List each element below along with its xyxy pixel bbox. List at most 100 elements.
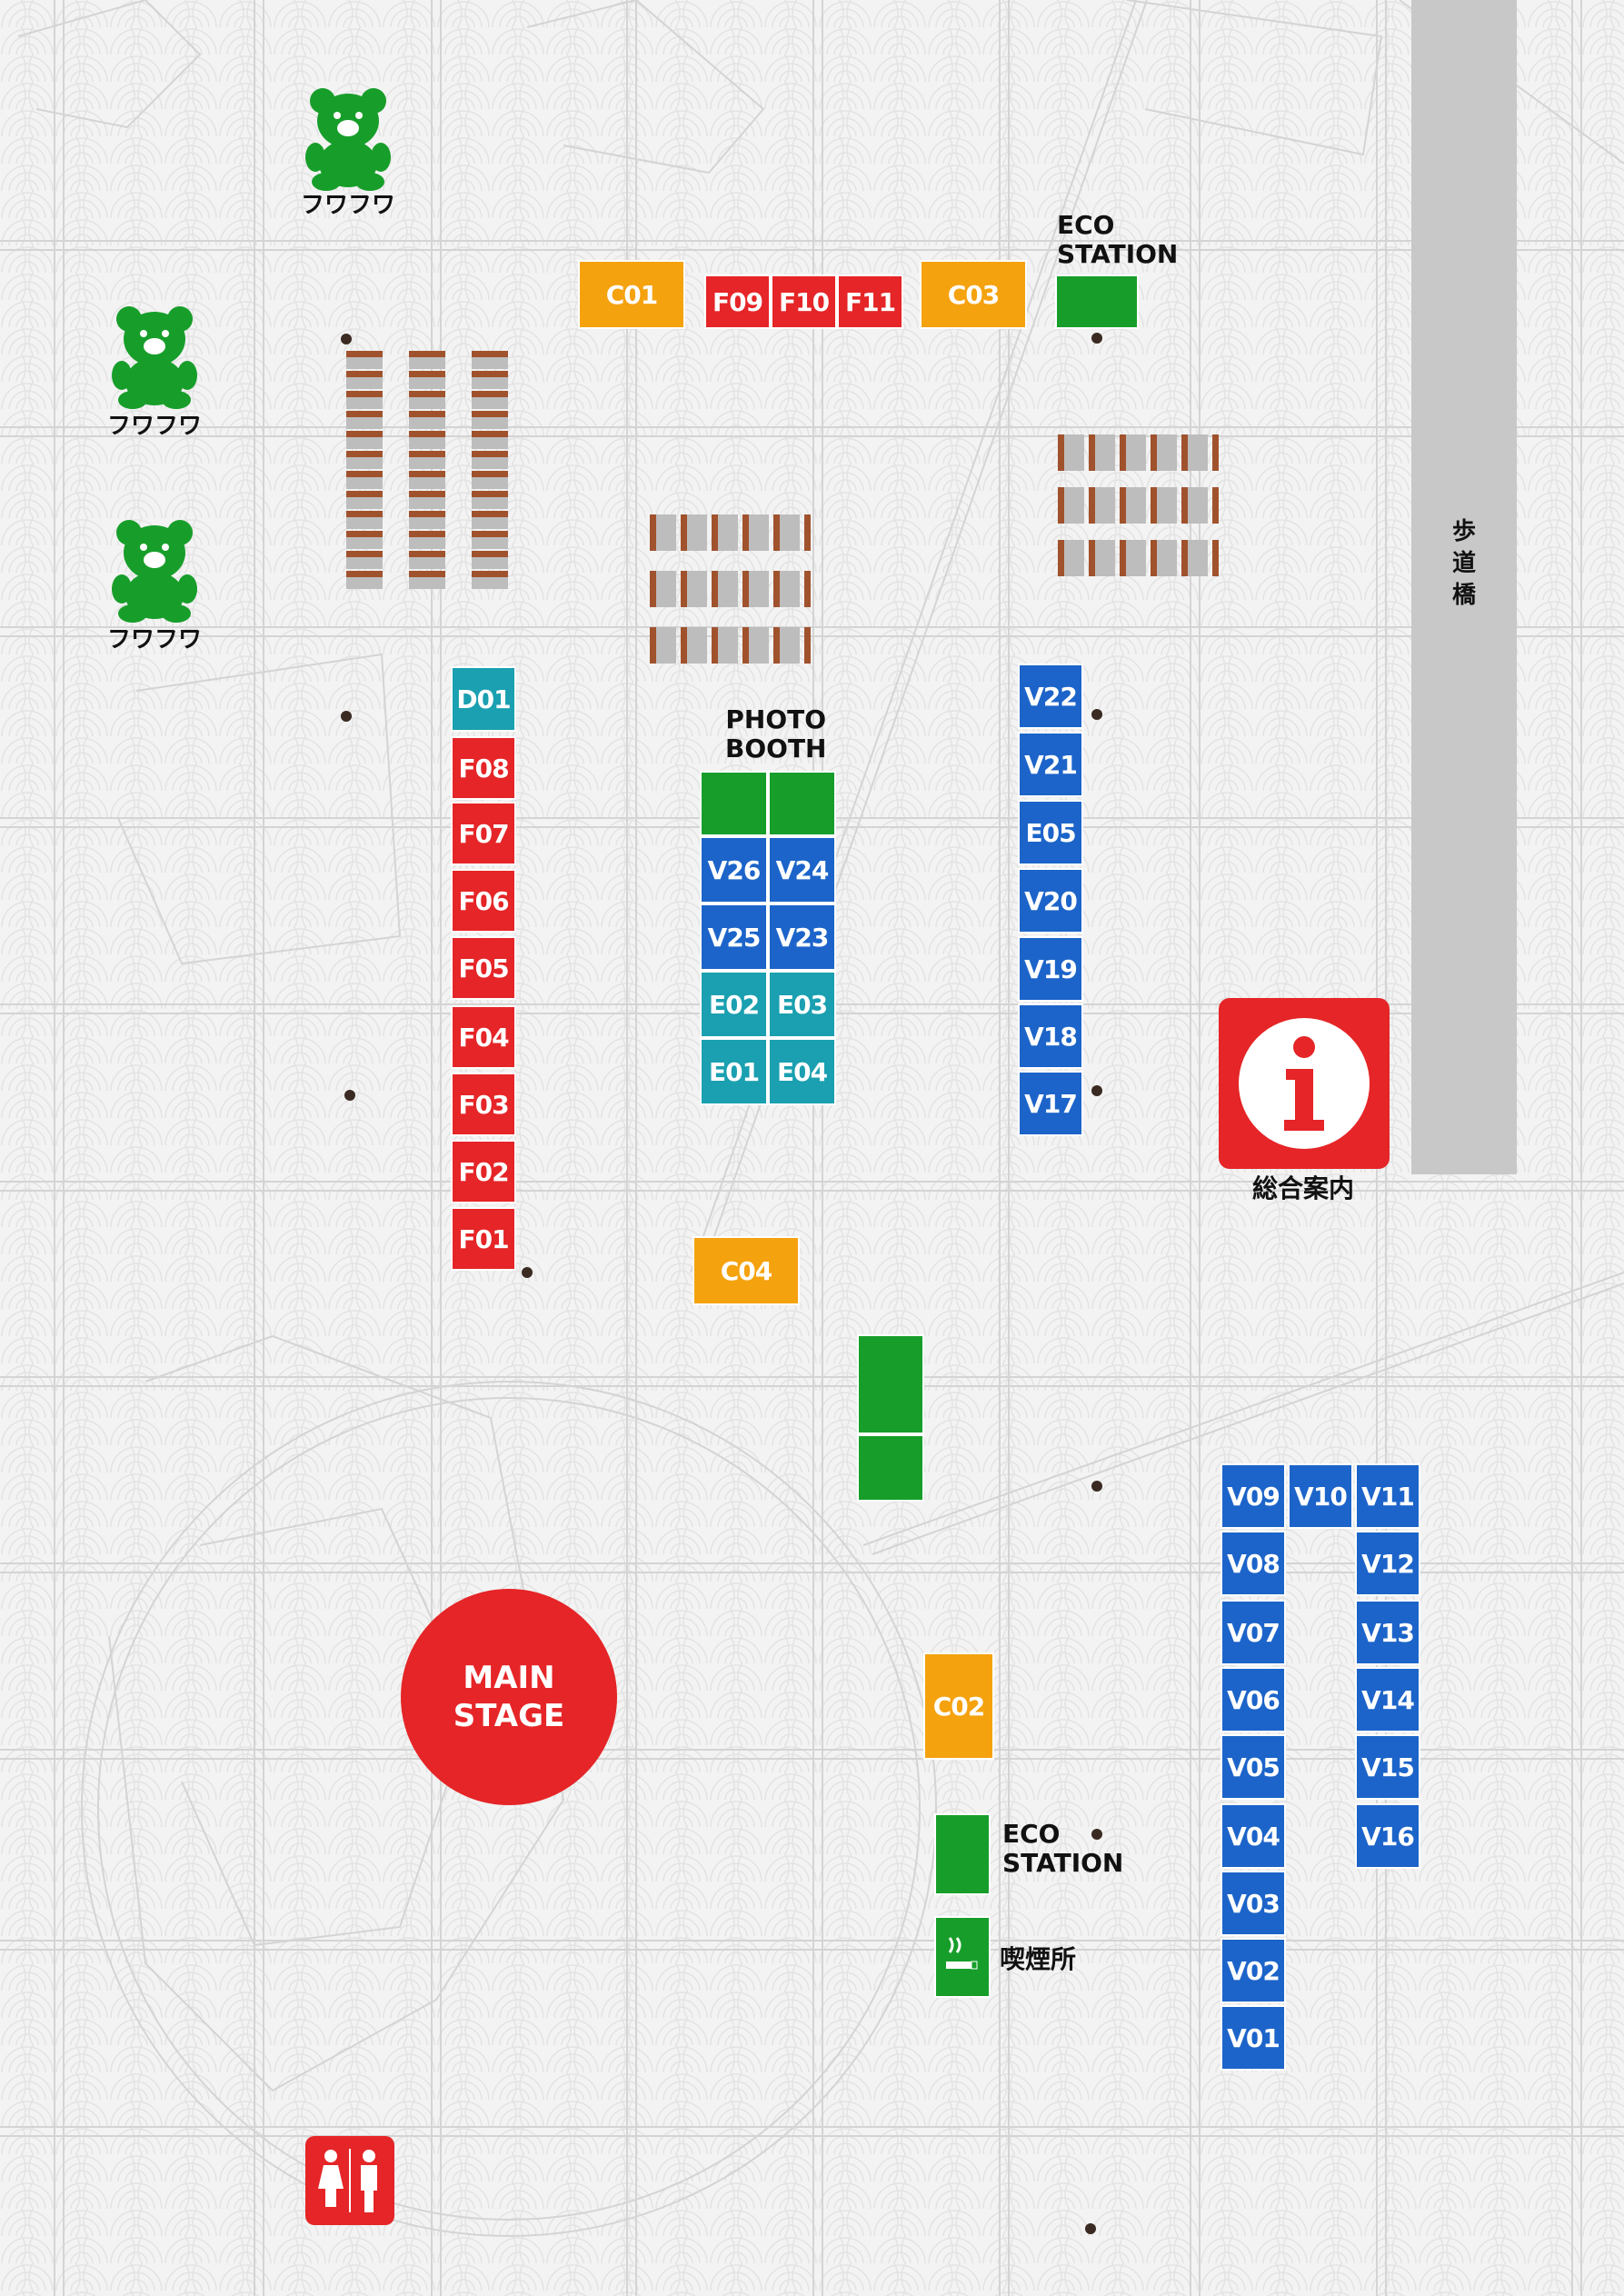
booth-v02[interactable]: V02: [1220, 1938, 1286, 2003]
bench-slat: [346, 571, 383, 577]
bench-seat: [656, 627, 676, 664]
bench-seat: [780, 627, 800, 664]
booth-v14[interactable]: V14: [1355, 1667, 1420, 1732]
bench-seat: [1095, 434, 1115, 471]
photo-booth-left-block[interactable]: [700, 771, 768, 836]
booth-v20[interactable]: V20: [1018, 868, 1083, 933]
booth-v16[interactable]: V16: [1355, 1803, 1420, 1869]
booth-f10[interactable]: F10: [771, 275, 837, 329]
booth-c03[interactable]: C03: [920, 260, 1027, 329]
smoking-icon: [934, 1916, 991, 1998]
booth-v22[interactable]: V22: [1018, 664, 1083, 729]
bench-seat: [346, 457, 383, 469]
booth-v11[interactable]: V11: [1355, 1463, 1420, 1529]
booth-c04[interactable]: C04: [692, 1236, 800, 1305]
bench-seat: [472, 417, 508, 429]
booth-v03[interactable]: V03: [1220, 1871, 1286, 1936]
bench-seat: [1157, 487, 1177, 524]
info-desk-icon[interactable]: [1219, 998, 1390, 1169]
booth-e03[interactable]: E03: [768, 971, 836, 1038]
booth-v23[interactable]: V23: [768, 903, 836, 971]
eco-station-bottom-label-line1: ECO: [1002, 1819, 1061, 1849]
bench-seat: [409, 377, 445, 389]
booth-f02[interactable]: F02: [451, 1140, 516, 1203]
booth-v07[interactable]: V07: [1220, 1600, 1286, 1665]
bench-slat: [712, 514, 718, 551]
booth-e04[interactable]: E04: [768, 1038, 836, 1105]
booth-v08[interactable]: V08: [1220, 1531, 1286, 1596]
green-block-lower[interactable]: [857, 1434, 924, 1502]
bench-seat: [687, 627, 707, 664]
booth-v13[interactable]: V13: [1355, 1600, 1420, 1665]
bench-slat: [472, 571, 508, 577]
photo-booth-right-block[interactable]: [768, 771, 836, 836]
bench-slat: [1212, 540, 1219, 576]
booth-e05[interactable]: E05: [1018, 800, 1083, 865]
booth-v05[interactable]: V05: [1220, 1734, 1286, 1800]
booth-v04[interactable]: V04: [1220, 1803, 1286, 1869]
booth-v12[interactable]: V12: [1355, 1531, 1420, 1596]
green-block-upper[interactable]: [857, 1334, 924, 1434]
bench-seat: [472, 497, 508, 509]
bench-seat: [1157, 434, 1177, 471]
booth-v24[interactable]: V24: [768, 836, 836, 903]
bench-slat: [409, 551, 445, 557]
bench-seat: [346, 557, 383, 569]
bench-seat: [346, 377, 383, 389]
booth-v21[interactable]: V21: [1018, 732, 1083, 797]
eco-station-bottom-block[interactable]: [934, 1813, 991, 1895]
booth-f03[interactable]: F03: [451, 1073, 516, 1136]
bench-seat: [1095, 487, 1115, 524]
bench-slat: [346, 431, 383, 437]
booth-d01[interactable]: D01: [451, 666, 516, 732]
pedestrian-bridge: [1411, 0, 1517, 1174]
bench-slat: [346, 551, 383, 557]
booth-v09[interactable]: V09: [1220, 1463, 1286, 1529]
bench-slat: [346, 471, 383, 477]
bench-slat: [346, 371, 383, 377]
booth-v25[interactable]: V25: [700, 903, 768, 971]
booth-c02[interactable]: C02: [923, 1652, 994, 1760]
bench-slat: [346, 531, 383, 537]
bench-seat: [472, 577, 508, 589]
booth-e01[interactable]: E01: [700, 1038, 768, 1105]
bench-slat: [472, 471, 508, 477]
booth-c01[interactable]: C01: [578, 260, 685, 329]
booth-v01[interactable]: V01: [1220, 2005, 1286, 2071]
bench-slat: [1181, 487, 1188, 524]
main-stage[interactable]: MAIN STAGE: [401, 1589, 617, 1805]
bench-slat: [409, 371, 445, 377]
booth-f04[interactable]: F04: [451, 1005, 516, 1069]
booth-v06[interactable]: V06: [1220, 1667, 1286, 1732]
booth-e02[interactable]: E02: [700, 971, 768, 1038]
booth-f05[interactable]: F05: [451, 936, 516, 1000]
bench-seat: [687, 514, 707, 551]
booth-v15[interactable]: V15: [1355, 1734, 1420, 1800]
bench-seat: [472, 357, 508, 369]
bench-slat: [346, 451, 383, 457]
bench-slat: [1058, 434, 1064, 471]
booth-f11[interactable]: F11: [837, 275, 903, 329]
bench-slat: [773, 514, 780, 551]
photo-booth-label: PHOTO BOOTH: [725, 704, 826, 764]
bench-slat: [804, 514, 811, 551]
booth-v17[interactable]: V17: [1018, 1071, 1083, 1136]
eco-station-top-block[interactable]: [1055, 275, 1139, 329]
booth-v19[interactable]: V19: [1018, 936, 1083, 1002]
bench-slat: [472, 451, 508, 457]
bench-slat: [346, 411, 383, 417]
booth-f01[interactable]: F01: [451, 1207, 516, 1271]
bench-slat: [742, 514, 749, 551]
bench-seat: [346, 577, 383, 589]
booth-f08[interactable]: F08: [451, 736, 516, 800]
booth-f06[interactable]: F06: [451, 869, 516, 933]
booth-v18[interactable]: V18: [1018, 1003, 1083, 1069]
booth-f09[interactable]: F09: [704, 275, 771, 329]
booth-v10[interactable]: V10: [1288, 1463, 1353, 1529]
bench-seat: [472, 477, 508, 489]
booth-f07[interactable]: F07: [451, 802, 516, 865]
bench-seat: [472, 397, 508, 409]
bench-slat: [1151, 434, 1157, 471]
booth-v26[interactable]: V26: [700, 836, 768, 903]
map-marker-dot: [1091, 1481, 1102, 1492]
